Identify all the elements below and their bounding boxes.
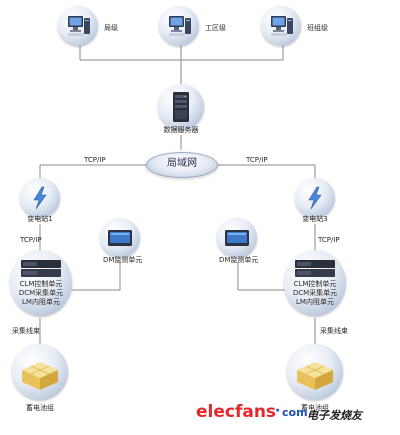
watermark-brand: elecfans <box>196 402 277 422</box>
lightning-icon <box>308 186 322 210</box>
battery-box-icon <box>297 362 333 390</box>
monitor-icon <box>225 230 249 246</box>
control-units-node-left: CLM控制单元 DCM采集单元 LM内阻单元 <box>10 250 72 316</box>
label-tcp-right-sub: TCP/IP <box>318 236 340 244</box>
substation-node-1 <box>20 178 60 218</box>
label-battery-right: 蓄电池组 <box>301 404 329 412</box>
unit-clm-left: CLM控制单元 <box>19 280 63 288</box>
computer-node-team <box>261 6 301 46</box>
battery-box-icon <box>22 362 58 390</box>
dm-monitor-node-left <box>100 218 140 258</box>
lightning-icon <box>33 186 47 210</box>
label-substation-1: 变电站1 <box>27 215 53 223</box>
label-district: 工区级 <box>205 24 226 32</box>
label-tcp-right: TCP/IP <box>246 156 268 164</box>
dm-monitor-node-right <box>217 218 257 258</box>
control-units-node-right: CLM控制单元 DCM采集单元 LM内阻单元 <box>284 250 346 316</box>
label-bureau: 局级 <box>104 24 118 32</box>
server-icon <box>173 92 189 122</box>
unit-dcm-right: DCM采集单元 <box>292 289 338 297</box>
label-team: 班组级 <box>307 24 328 32</box>
monitor-icon <box>108 230 132 246</box>
label-wire-right: 采集线束 <box>320 327 348 335</box>
unit-lm-left: LM内阻单元 <box>22 298 60 306</box>
watermark-com: com <box>282 406 308 419</box>
server-node <box>158 84 204 130</box>
watermark-cn: 电子发烧友 <box>307 409 362 422</box>
computer-node-district <box>159 6 199 46</box>
rack-unit-icon <box>295 260 335 277</box>
unit-lm-right: LM内阻单元 <box>296 298 334 306</box>
battery-node-left <box>12 344 68 400</box>
battery-node-right <box>287 344 343 400</box>
computer-node-bureau <box>58 6 98 46</box>
label-dm-left: DM监测单元 <box>103 256 143 264</box>
label-dm-right: DM监测单元 <box>219 256 259 264</box>
label-battery-left: 蓄电池组 <box>26 404 54 412</box>
unit-dcm-left: DCM采集单元 <box>18 289 64 297</box>
rack-unit-icon <box>21 260 61 277</box>
unit-clm-right: CLM控制单元 <box>293 280 337 288</box>
unit-text-right: CLM控制单元 DCM采集单元 LM内阻单元 <box>284 280 346 307</box>
label-tcp-left-sub: TCP/IP <box>20 236 42 244</box>
watermark-dot: · <box>275 403 281 419</box>
label-substation-3: 变电站3 <box>302 215 328 223</box>
unit-text-left: CLM控制单元 DCM采集单元 LM内阻单元 <box>10 280 72 307</box>
substation-node-3 <box>295 178 335 218</box>
label-wire-left: 采集线束 <box>12 327 40 335</box>
label-server: 数据服务器 <box>163 126 199 134</box>
computer-icon <box>271 16 293 36</box>
computer-icon <box>169 16 191 36</box>
computer-icon <box>68 16 90 36</box>
lan-node: 局域网 <box>146 152 218 178</box>
label-lan: 局域网 <box>167 158 197 169</box>
label-tcp-left: TCP/IP <box>84 156 106 164</box>
